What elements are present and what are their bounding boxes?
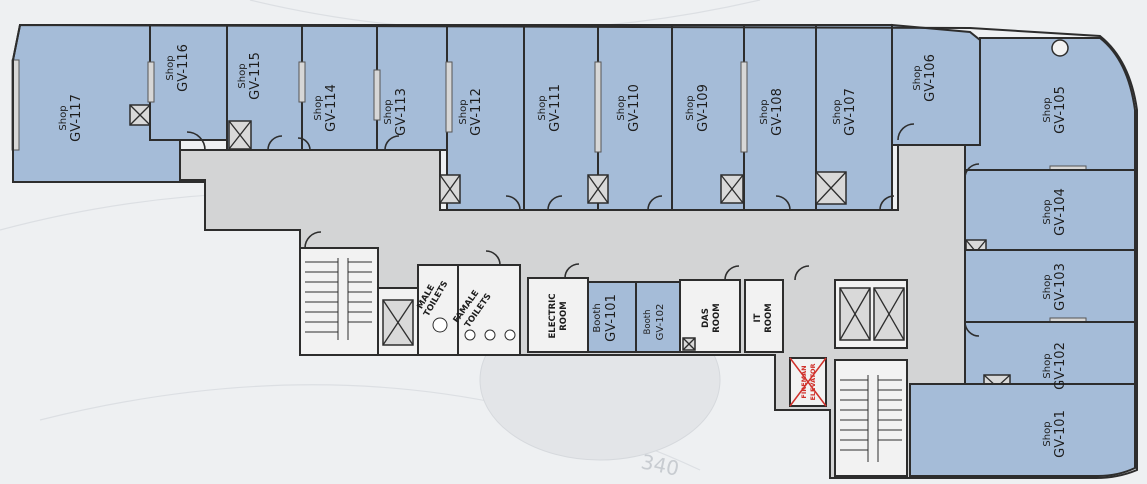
shaft-icon [720, 174, 744, 204]
booth-type-label: Booth [592, 303, 603, 332]
unit-type-label: Shop [1042, 274, 1053, 299]
das-room [679, 279, 741, 353]
das-room-label-1: DAS [701, 308, 711, 328]
sketch-number: 340 [639, 449, 681, 480]
unit-type-label: Shop [1042, 199, 1053, 224]
shaft-icon [439, 174, 461, 204]
unit-type-label: Shop [313, 95, 324, 120]
shop-gv-107[interactable] [815, 24, 893, 211]
electric-room [527, 277, 589, 353]
unit-code-label: GV-106 [923, 54, 938, 102]
unit-type-label: Shop [165, 55, 176, 80]
unit-code-label: GV-117 [69, 94, 84, 142]
unit-code-label: GV-113 [394, 88, 409, 136]
fireman-elevator-label-2: ELEVATOR [809, 363, 817, 400]
fireman-elevator [789, 357, 827, 407]
unit-code-label: GV-109 [696, 84, 711, 132]
unit-code-label: GV-116 [176, 44, 191, 92]
unit-type-label: Shop [458, 99, 469, 124]
lift-core-right [834, 279, 908, 349]
booth-type-label: Booth [643, 310, 653, 335]
booth-code-label: GV-102 [655, 304, 666, 341]
unit-type-label: Shop [1042, 97, 1053, 122]
lift-lobby-left [377, 287, 419, 356]
shop-gv-108[interactable] [740, 24, 817, 211]
stair-right [834, 359, 908, 477]
shop-gv-116[interactable] [147, 24, 228, 141]
unit-type-label: Shop [685, 95, 696, 120]
unit-code-label: GV-115 [248, 52, 263, 100]
unit-code-label: GV-101 [1053, 410, 1068, 458]
shaft-icon [129, 104, 151, 126]
unit-code-label: GV-108 [770, 88, 785, 136]
booth-gv-101[interactable] [587, 281, 637, 353]
unit-type-label: Shop [237, 63, 248, 88]
unit-type-label: Shop [383, 99, 394, 124]
unit-type-label: Shop [58, 105, 69, 130]
unit-type-label: Shop [1042, 421, 1053, 446]
shaft-icon [815, 171, 847, 205]
electric-room-label-1: ELECTRIC [548, 293, 558, 338]
stair-left [299, 247, 379, 356]
unit-code-label: GV-112 [469, 88, 484, 136]
das-room-label-2: ROOM [712, 303, 722, 332]
it-room-label-2: ROOM [764, 303, 774, 332]
unit-type-label: Shop [832, 99, 843, 124]
building-outline [12, 23, 1138, 479]
unit-type-label: Shop [616, 95, 627, 120]
shop-gv-113[interactable] [373, 24, 448, 151]
fireman-elevator-label-1: FIREMAN [800, 365, 808, 398]
unit-type-label: Shop [912, 65, 923, 90]
shop-gv-114[interactable] [298, 24, 378, 151]
unit-code-label: GV-105 [1053, 86, 1068, 134]
unit-code-label: GV-114 [324, 84, 339, 132]
electric-room-label-2: ROOM [559, 301, 569, 330]
unit-code-label: GV-103 [1053, 263, 1068, 311]
shaft-icon [228, 120, 252, 150]
shop-gv-110[interactable] [587, 24, 673, 211]
unit-type-label: Shop [537, 95, 548, 120]
shop-gv-112[interactable] [439, 24, 525, 211]
it-room-label-1: IT [753, 313, 763, 322]
booth-code-label: GV-101 [604, 294, 619, 342]
shaft-icon [587, 174, 609, 204]
unit-type-label: Shop [1042, 353, 1053, 378]
unit-code-label: GV-110 [627, 84, 642, 132]
it-room [744, 279, 784, 353]
unit-code-label: GV-111 [548, 84, 563, 132]
unit-code-label: GV-102 [1053, 342, 1068, 390]
doors [186, 123, 980, 337]
shop-gv-101[interactable] [909, 383, 1136, 477]
unit-type-label: Shop [759, 99, 770, 124]
unit-code-label: GV-107 [843, 88, 858, 136]
unit-code-label: GV-104 [1053, 188, 1068, 236]
